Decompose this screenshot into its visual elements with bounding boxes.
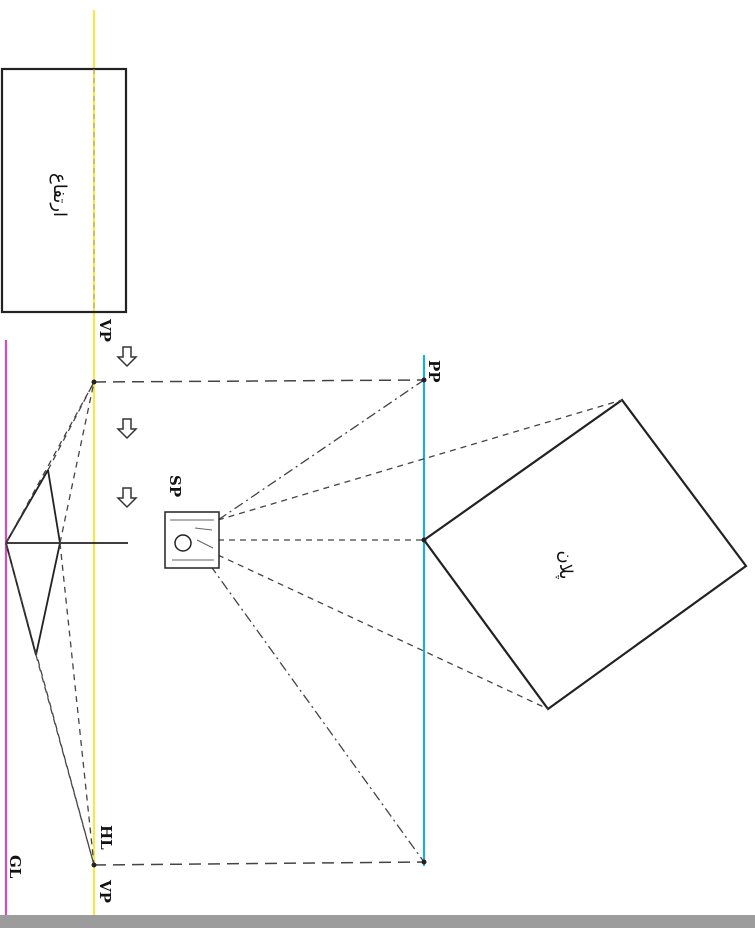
elevation-rect: [0, 67, 128, 314]
hl-label: HL: [97, 825, 115, 850]
viewer-eye-icon: [174, 534, 192, 552]
station-point-box: [164, 511, 220, 569]
arrow-icon: [116, 487, 138, 509]
points: [91, 377, 427, 868]
arrow-icon: [116, 418, 138, 440]
projection-line-bottom: [93, 861, 425, 866]
elevation-label: ارتفاع: [49, 173, 70, 217]
vp-bottom-label: VP: [96, 879, 114, 903]
footer-bar: [0, 915, 755, 928]
plan-square: [422, 398, 748, 711]
vanishing-lines: [5, 381, 95, 866]
pp-label: PP: [425, 360, 443, 383]
projection-line-top: [93, 379, 425, 383]
viewer-hatch-icon: [170, 519, 214, 561]
perspective-result: [5, 469, 128, 656]
gl-label: GL: [6, 855, 24, 879]
vp-top-label: VP: [96, 318, 114, 342]
arrow-icon: [116, 346, 138, 368]
sight-lines: [209, 379, 623, 863]
plan-label: پلان: [555, 551, 576, 580]
sp-label: SP: [166, 475, 184, 497]
